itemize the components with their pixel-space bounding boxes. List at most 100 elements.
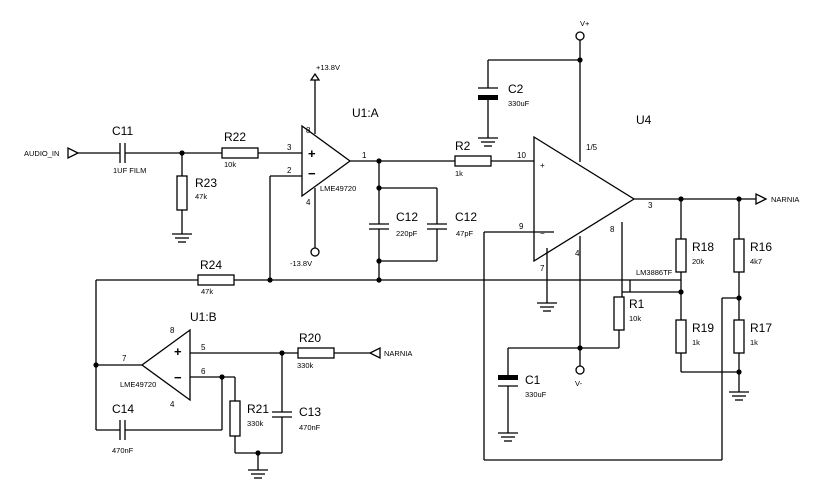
svg-text:U4: U4 — [636, 113, 652, 127]
svg-text:+: + — [174, 344, 182, 359]
svg-text:V-: V- — [575, 379, 583, 388]
capacitor-c12-47pf: C12 47pF — [427, 210, 477, 238]
capacitor-c13: C13 470nF — [272, 405, 321, 432]
svg-text:+13.8V: +13.8V — [316, 63, 340, 72]
svg-text:−: − — [174, 370, 182, 385]
svg-text:R20: R20 — [299, 331, 321, 345]
svg-text:R22: R22 — [224, 130, 246, 144]
svg-text:C2: C2 — [508, 82, 524, 96]
svg-text:4: 4 — [170, 400, 175, 409]
resistor-r22: R22 10k — [221, 130, 259, 169]
opamp-u1b: + − U1:B LME49720 — [120, 310, 217, 402]
svg-text:220pF: 220pF — [396, 229, 418, 238]
resistor-r21: R21 330k — [229, 400, 269, 437]
svg-text:LM3886TF: LM3886TF — [636, 268, 673, 277]
svg-text:C11: C11 — [112, 124, 133, 138]
svg-text:LME49720: LME49720 — [320, 184, 356, 193]
svg-text:1k: 1k — [750, 338, 758, 347]
svg-text:8: 8 — [170, 326, 175, 335]
svg-text:+: + — [540, 161, 545, 170]
resistor-r18: R18 20k — [675, 238, 714, 273]
svg-text:−: − — [540, 229, 545, 238]
svg-text:3: 3 — [287, 143, 292, 152]
svg-text:NARNIA: NARNIA — [384, 349, 412, 358]
junction-dot — [267, 277, 273, 283]
svg-text:5: 5 — [201, 343, 206, 352]
svg-text:NARNIA: NARNIA — [771, 195, 799, 204]
resistor-r24: R24 47k — [197, 258, 235, 296]
resistor-r2: R2 1k — [454, 139, 492, 178]
ground-symbol-c1 — [498, 432, 518, 442]
svg-text:-13.8V: -13.8V — [290, 259, 312, 268]
ground-symbol-u1b — [248, 469, 268, 479]
svg-text:U1:A: U1:A — [352, 106, 379, 120]
svg-text:9: 9 — [519, 222, 524, 231]
svg-text:U1:B: U1:B — [190, 310, 217, 324]
svg-text:47pF: 47pF — [456, 229, 474, 238]
svg-text:4k7: 4k7 — [750, 257, 762, 266]
power-amp-u4: + − U4 LM3886TF — [533, 113, 673, 277]
svg-text:1/5: 1/5 — [586, 143, 598, 152]
svg-text:C14: C14 — [112, 402, 134, 416]
svg-text:4: 4 — [306, 198, 311, 207]
svg-text:1k: 1k — [455, 169, 463, 178]
junction-dot — [376, 258, 382, 264]
svg-text:470nF: 470nF — [112, 446, 134, 455]
svg-text:1UF FILM: 1UF FILM — [113, 166, 146, 175]
junction-dot — [376, 277, 382, 283]
capacitor-c2: C2 330uF — [478, 60, 530, 138]
svg-text:330uF: 330uF — [508, 99, 530, 108]
svg-text:R21: R21 — [247, 402, 269, 416]
svg-text:3: 3 — [648, 201, 653, 210]
opamp-u1a: + − U1:A LME49720 — [301, 106, 379, 198]
svg-text:10k: 10k — [224, 160, 236, 169]
svg-text:47k: 47k — [201, 287, 213, 296]
svg-text:R23: R23 — [195, 176, 217, 190]
svg-text:R16: R16 — [750, 240, 772, 254]
svg-text:R17: R17 — [750, 321, 772, 335]
svg-text:C13: C13 — [299, 405, 321, 419]
svg-text:8: 8 — [306, 126, 311, 135]
svg-text:20k: 20k — [692, 257, 704, 266]
svg-text:330uF: 330uF — [525, 390, 547, 399]
svg-text:7: 7 — [122, 354, 127, 363]
junction-dot — [736, 369, 742, 375]
svg-text:V+: V+ — [580, 19, 590, 28]
svg-text:R2: R2 — [455, 139, 471, 153]
capacitor-c11: C11 1UF FILM — [112, 124, 146, 175]
svg-text:R24: R24 — [200, 258, 222, 272]
svg-text:−: − — [308, 166, 316, 181]
svg-text:47k: 47k — [195, 192, 207, 201]
junction-dot — [376, 185, 382, 191]
svg-text:R1: R1 — [629, 297, 645, 311]
svg-text:1k: 1k — [692, 338, 700, 347]
svg-text:7: 7 — [540, 264, 545, 273]
ground-symbol-u4 — [537, 302, 557, 312]
narnia-out-port: NARNIA — [755, 192, 799, 206]
ground-symbol-r23 — [172, 233, 192, 243]
resistor-r19: R19 1k — [675, 319, 714, 354]
narnia-in-port: NARNIA — [368, 346, 412, 360]
svg-text:1: 1 — [362, 151, 367, 160]
resistor-r20: R20 330k — [297, 331, 335, 370]
svg-text:2: 2 — [287, 166, 292, 175]
svg-text:AUDIO_IN: AUDIO_IN — [24, 149, 59, 158]
capacitor-c14: C14 470nF — [112, 402, 134, 455]
resistor-r23: R23 47k — [176, 153, 217, 234]
resistor-r1: R1 10k — [613, 296, 645, 331]
svg-text:+: + — [308, 146, 316, 161]
junction-dot — [577, 57, 583, 63]
svg-text:10k: 10k — [629, 314, 641, 323]
svg-text:LME49720: LME49720 — [120, 380, 156, 389]
svg-text:C12: C12 — [455, 210, 477, 224]
svg-text:10: 10 — [517, 151, 526, 160]
resistor-r16: R16 4k7 — [733, 238, 772, 273]
ground-symbol-c2 — [478, 137, 498, 147]
capacitor-c12-220pf: C12 220pF — [369, 210, 418, 238]
svg-text:330k: 330k — [297, 361, 314, 370]
svg-text:R19: R19 — [692, 321, 714, 335]
svg-text:C1: C1 — [525, 373, 541, 387]
svg-text:4: 4 — [575, 249, 580, 258]
resistor-r17: R17 1k — [733, 319, 772, 354]
svg-text:470nF: 470nF — [299, 423, 321, 432]
